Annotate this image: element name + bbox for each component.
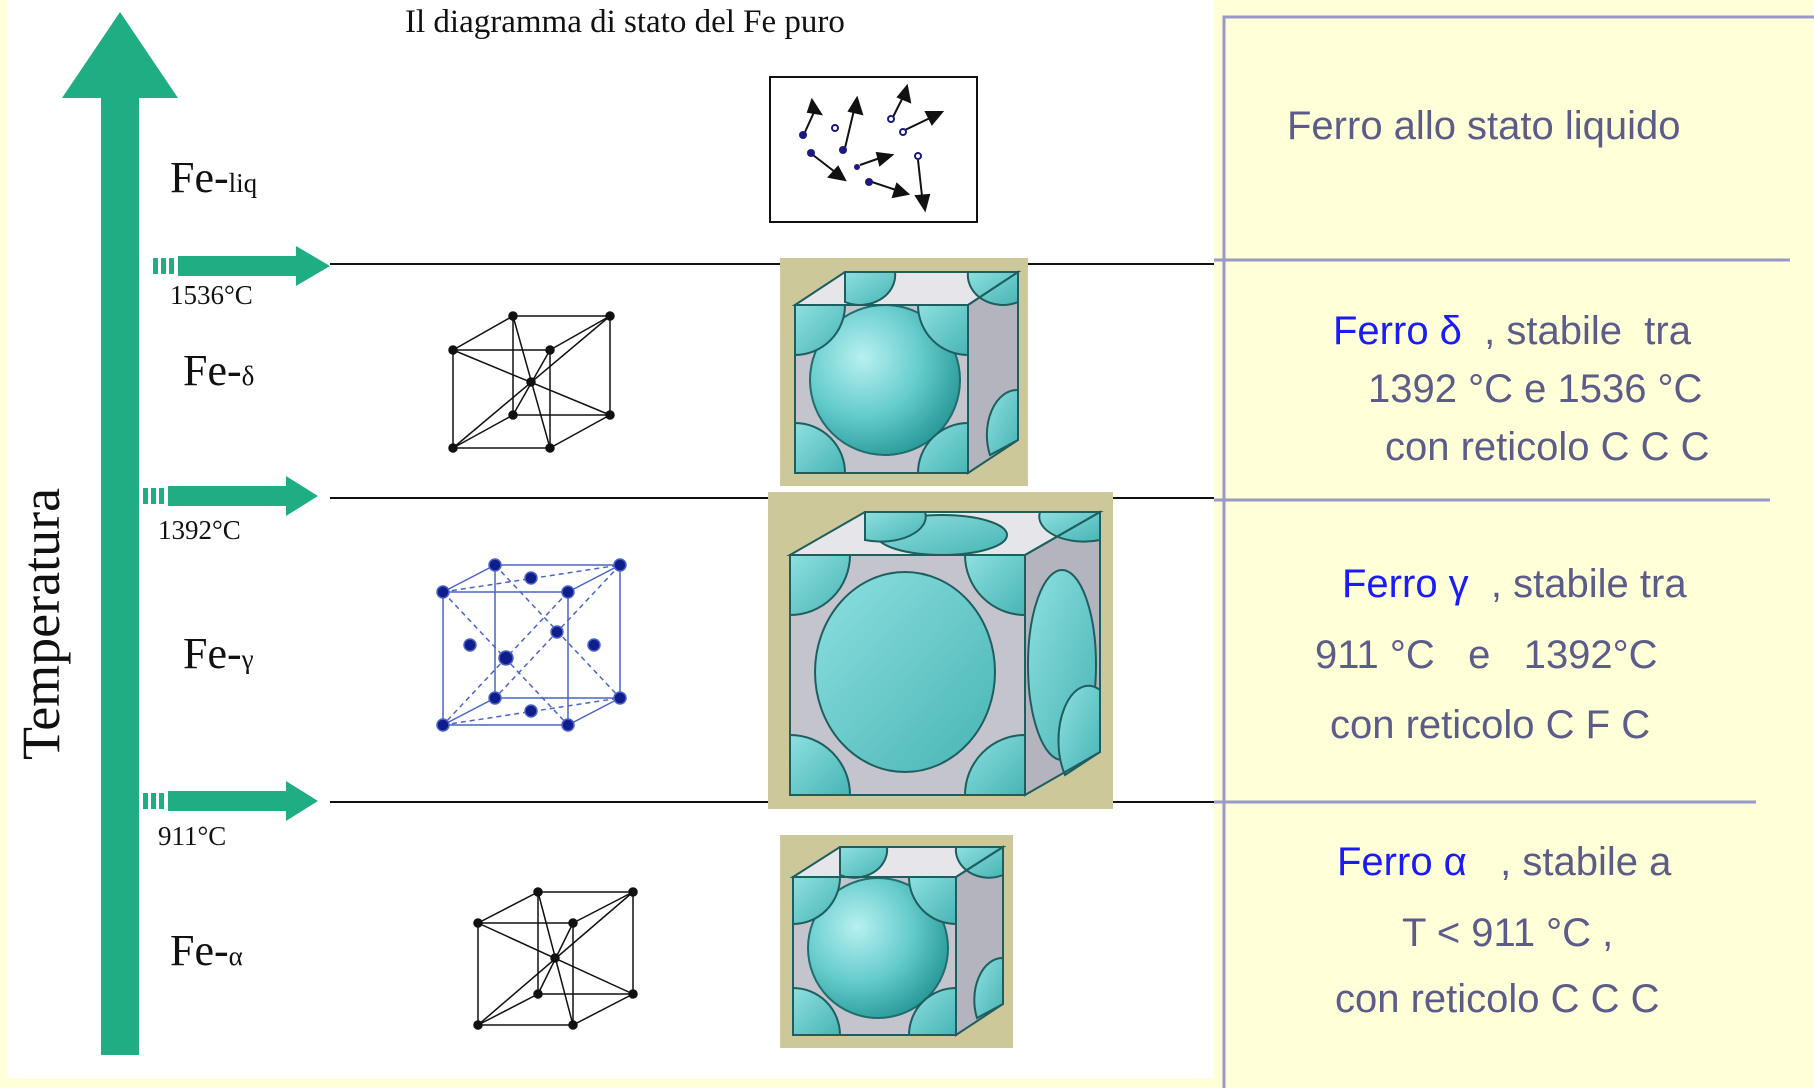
- description-line: , stabile tra: [1468, 562, 1687, 606]
- phase-label-prefix: Fe-: [170, 153, 229, 202]
- right-panel-borders: [1214, 15, 1814, 1088]
- phase-label-subscript: δ: [241, 361, 255, 391]
- transition-arrow-911: [143, 781, 318, 821]
- phase-label-prefix: Fe-: [183, 629, 242, 678]
- phase-label-delta: Fe-δ: [183, 345, 254, 396]
- liquid-atoms-box: [769, 76, 978, 223]
- phase-label-subscript: liq: [228, 168, 258, 198]
- description-alpha-lattice: con reticolo C C C: [1335, 977, 1660, 1021]
- temperature-axis-arrow: [62, 12, 178, 1055]
- phase-name: Ferro γ: [1342, 562, 1469, 606]
- fcc-sphere-model-gamma: [768, 492, 1113, 809]
- description-delta-range: 1392 °C e 1536 °C: [1368, 367, 1703, 411]
- bcc-sphere-model-delta: [780, 258, 1028, 486]
- description-liquid: Ferro allo stato liquido: [1287, 97, 1681, 155]
- phase-label-prefix: Fe-: [183, 346, 242, 395]
- bcc-lattice-alpha: [473, 887, 638, 1030]
- temperature-axis-label: Temperatura: [11, 487, 71, 760]
- description-alpha: Ferro α , stabile a: [1337, 833, 1671, 891]
- transition-temp-1536: 1536°C: [170, 280, 253, 310]
- fcc-lattice-gamma: [436, 558, 627, 732]
- description-line: , stabile tra: [1461, 309, 1691, 353]
- phase-name: Ferro α: [1337, 840, 1467, 884]
- phase-label-liquid: Fe-liq: [170, 152, 257, 203]
- description-line: , stabile a: [1466, 840, 1672, 884]
- description-gamma-range: 911 °C e 1392°C: [1315, 633, 1658, 677]
- phase-label-prefix: Fe-: [170, 926, 229, 975]
- phase-label-gamma: Fe-γ: [183, 628, 254, 679]
- transition-arrow-1392: [143, 476, 318, 516]
- diagram-title: Il diagramma di stato del Fe puro: [405, 4, 845, 40]
- bcc-sphere-model-alpha: [780, 835, 1013, 1048]
- transition-arrow-1536: [153, 246, 330, 286]
- phase-label-subscript: γ: [241, 644, 254, 674]
- description-delta-lattice: con reticolo C C C: [1385, 425, 1710, 469]
- phase-label-alpha: Fe-α: [170, 925, 243, 976]
- description-alpha-condition: T < 911 °C ,: [1402, 911, 1614, 955]
- bcc-lattice-delta: [448, 311, 615, 453]
- phase-name: Ferro δ: [1333, 309, 1462, 353]
- transition-temp-911: 911°C: [158, 821, 227, 851]
- transition-temp-1392: 1392°C: [158, 515, 241, 545]
- description-line: Ferro allo stato liquido: [1287, 104, 1681, 148]
- description-gamma: Ferro γ , stabile tra: [1342, 555, 1687, 613]
- phase-label-subscript: α: [228, 941, 243, 971]
- description-delta: Ferro δ , stabile tra: [1333, 302, 1691, 360]
- description-gamma-lattice: con reticolo C F C: [1330, 703, 1651, 747]
